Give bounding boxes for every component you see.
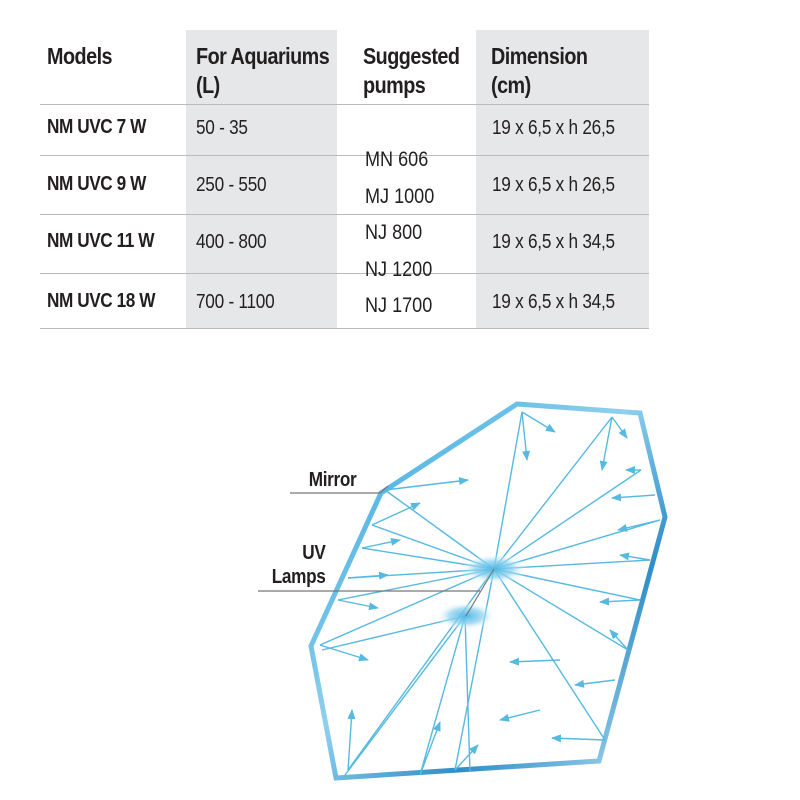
mirror-leader-line: [290, 485, 389, 494]
header-aquariums-line2: (L): [196, 72, 220, 98]
header-divider: [40, 104, 649, 105]
pump-item: NJ 1700: [365, 294, 433, 317]
header-pumps: Suggested pumps: [363, 42, 460, 100]
spec-table: Models For Aquariums (L) Suggested pumps…: [40, 30, 649, 329]
row-aquariums: 400 - 800: [196, 231, 267, 253]
uv-label-line1: UV: [301, 542, 326, 564]
header-dimension-line1: Dimension: [491, 43, 588, 69]
row-divider: [40, 214, 649, 215]
header-aquariums-line1: For Aquariums: [196, 43, 330, 69]
row-model: NM UVC 11 W: [47, 230, 155, 252]
header-pumps-line1: Suggested: [363, 43, 460, 69]
row-aquariums: 700 - 1100: [196, 291, 275, 313]
pump-item: MN 606: [365, 148, 429, 171]
row-model: NM UVC 9 W: [47, 173, 146, 195]
row-dimension: 19 x 6,5 x h 26,5: [492, 174, 615, 196]
header-dimension: Dimension (cm): [491, 42, 588, 100]
pump-item: NJ 1200: [365, 257, 433, 281]
uv-lamps-leader-link: [465, 568, 495, 617]
header-models-label: Models: [47, 43, 113, 69]
header-aquariums: For Aquariums (L): [196, 42, 330, 100]
uv-lamps-label: UV Lamps: [271, 541, 325, 589]
row-dimension: 19 x 6,5 x h 34,5: [492, 231, 615, 253]
header-pumps-line2: pumps: [363, 72, 426, 98]
row-dimension: 19 x 6,5 x h 34,5: [492, 291, 615, 313]
reflected-rays: [319, 411, 661, 776]
pump-item: NJ 800: [365, 221, 423, 244]
row-dimension: 19 x 6,5 x h 26,5: [492, 117, 615, 139]
row-aquariums: 250 - 550: [196, 174, 267, 196]
uv-label-line2: Lamps: [271, 566, 325, 588]
suggested-pumps-list: MN 606 MJ 1000 NJ 800 NJ 1200 NJ 1700: [365, 142, 434, 325]
aquariums-column-shade: [186, 30, 337, 329]
row-aquariums: 50 - 35: [196, 117, 248, 139]
dimension-column-shade: [476, 30, 649, 329]
row-divider: [40, 273, 649, 274]
header-models: Models: [47, 42, 113, 71]
row-model: NM UVC 7 W: [47, 116, 146, 138]
pump-item: MJ 1000: [365, 184, 435, 208]
table-bottom-line: [40, 328, 649, 329]
row-model: NM UVC 18 W: [47, 290, 156, 312]
mirror-label: Mirror: [308, 469, 356, 491]
header-dimension-line2: (cm): [491, 72, 531, 98]
row-divider: [40, 155, 649, 156]
